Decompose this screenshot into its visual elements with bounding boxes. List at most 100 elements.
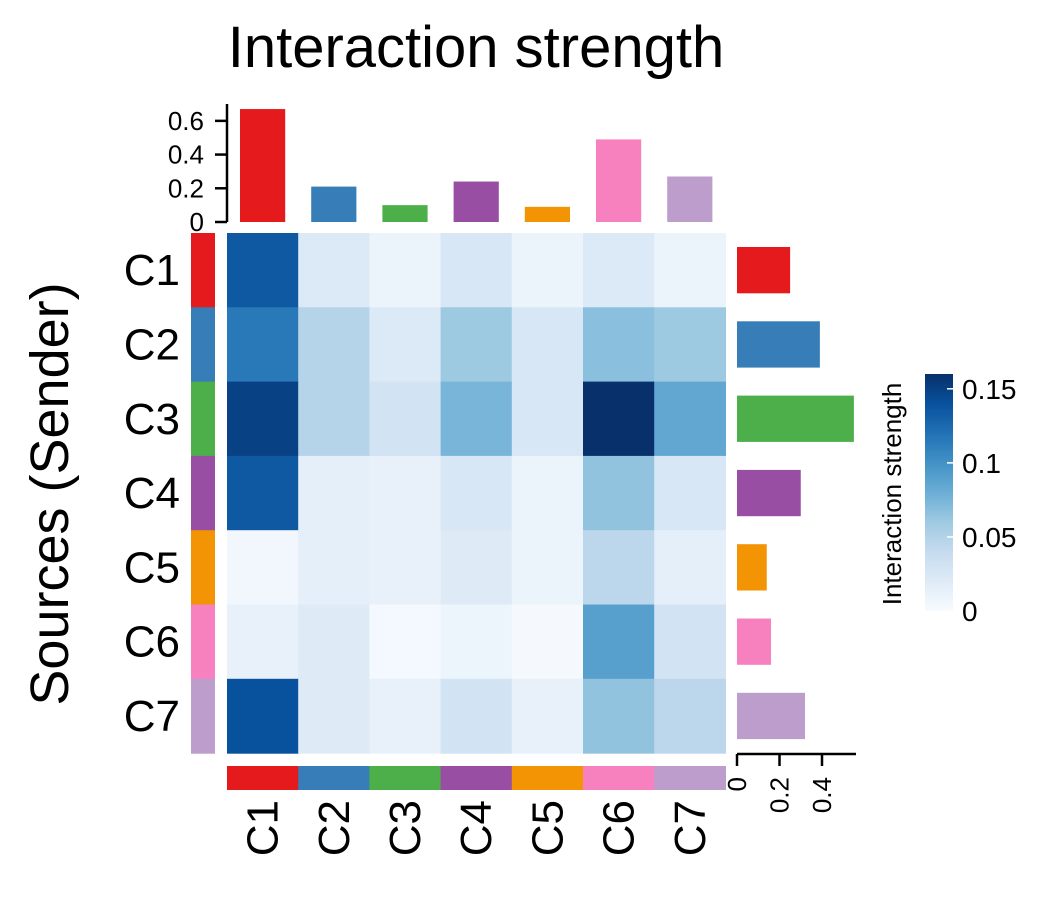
column-label-C3: C3 [381,800,430,856]
row-label-C4: C4 [124,469,180,518]
y-axis-title: Sources (Sender) [20,282,80,705]
column-label-C6: C6 [595,800,644,856]
top-axis-tick-label: 0.6 [168,106,204,136]
top-bar-C4 [453,181,499,222]
heatmap-cell-C7-C6 [583,678,655,754]
row-color-strip [191,233,215,754]
right-bar-C7 [737,692,805,740]
top-bar-annotation [240,109,713,222]
top-bar-C2 [311,186,357,222]
right-axis-tick-label: 0 [722,777,752,791]
heatmap-cell-C4-C4 [440,455,513,531]
row-label-C3: C3 [124,395,180,444]
row-label-C5: C5 [124,543,180,592]
row-label-C2: C2 [124,320,180,369]
right-bar-C5 [737,544,767,591]
top-bar-C6 [596,139,642,222]
legend-tick-label: 0.15 [962,374,1017,405]
heatmap-cell-C5-C5 [511,530,584,606]
heatmap-cell-C6-C5 [511,604,584,680]
row-color-C5 [191,530,215,606]
right-bar-C6 [737,618,771,665]
heatmap-cell-C2-C4 [440,307,513,383]
heatmap-cells [227,233,726,754]
heatmap-cell-C3-C3 [369,381,442,457]
column-label-C4: C4 [452,800,501,856]
row-color-C4 [191,455,215,531]
heatmap-cell-C3-C6 [583,381,655,457]
column-color-C1 [227,766,299,790]
top-axis-tick-label: 0.4 [168,140,204,170]
heatmap-cell-C2-C3 [369,307,442,383]
heatmap-cell-C4-C1 [227,455,299,531]
heatmap-cell-C5-C3 [369,530,442,606]
heatmap-cell-C3-C5 [511,381,584,457]
heatmap-cell-C6-C1 [227,604,299,680]
column-label-C2: C2 [310,800,359,856]
heatmap-cell-C1-C7 [654,233,726,308]
column-label-C7: C7 [666,800,715,856]
row-color-C1 [191,233,215,308]
heatmap-cell-C4-C5 [511,455,584,531]
heatmap-cell-C6-C4 [440,604,513,680]
heatmap-cell-C5-C4 [440,530,513,606]
column-color-C3 [369,766,442,790]
right-axis-tick-label: 0.2 [765,777,795,813]
heatmap-cell-C5-C6 [583,530,655,606]
right-axis-tick-label: 0.4 [807,777,837,813]
heatmap-cell-C6-C2 [298,604,370,680]
legend-gradient-bar [925,374,953,611]
column-color-C4 [440,766,513,790]
top-bar-C7 [667,176,713,222]
heatmap-cell-C2-C6 [583,307,655,383]
heatmap-cell-C6-C6 [583,604,655,680]
heatmap-cell-C3-C4 [440,381,513,457]
column-label-C1: C1 [239,800,288,856]
right-bar-C1 [737,247,791,294]
top-bar-axis: 00.20.40.6 [168,104,229,237]
top-bar-C1 [240,109,286,222]
heatmap-cell-C7-C7 [654,678,726,754]
legend-ticks: 00.050.10.15 [947,374,1017,627]
heatmap-cell-C3-C2 [298,381,370,457]
column-color-strip [227,766,726,790]
heatmap-cell-C7-C2 [298,678,370,754]
color-legend: Interaction strength 00.050.10.15 [877,374,1017,627]
column-color-C7 [654,766,726,790]
right-bar-C2 [737,321,820,368]
heatmap-cell-C4-C2 [298,455,370,531]
heatmap-cell-C3-C7 [654,381,726,457]
row-label-C1: C1 [124,246,180,295]
heatmap-cell-C4-C7 [654,455,726,531]
heatmap-cell-C2-C1 [227,307,299,383]
heatmap-cell-C7-C1 [227,678,299,754]
column-label-C5: C5 [523,800,572,856]
right-bar-axis: 0 0.2 0.4 [722,752,856,813]
row-color-C7 [191,678,215,754]
row-color-C6 [191,604,215,680]
heatmap-cell-C1-C4 [440,233,513,308]
heatmap-cell-C4-C3 [369,455,442,531]
row-color-C3 [191,381,215,457]
row-label-C7: C7 [124,692,180,741]
heatmap-cell-C1-C3 [369,233,442,308]
heatmap-cell-C2-C5 [511,307,584,383]
legend-tick-label: 0.05 [962,522,1017,553]
heatmap-cell-C1-C1 [227,233,299,308]
heatmap-cell-C5-C2 [298,530,370,606]
right-bar-C3 [737,395,854,442]
heatmap-cell-C4-C6 [583,455,655,531]
row-label-C6: C6 [124,618,180,667]
heatmap-cell-C7-C3 [369,678,442,754]
heatmap-cell-C1-C6 [583,233,655,308]
heatmap-cell-C2-C7 [654,307,726,383]
right-bar-annotation [737,247,854,740]
column-color-C2 [298,766,370,790]
heatmap-cell-C5-C7 [654,530,726,606]
chart-title: Interaction strength [228,15,725,80]
column-color-C5 [511,766,584,790]
legend-tick-label: 0 [962,596,978,627]
heatmap-cell-C1-C2 [298,233,370,308]
